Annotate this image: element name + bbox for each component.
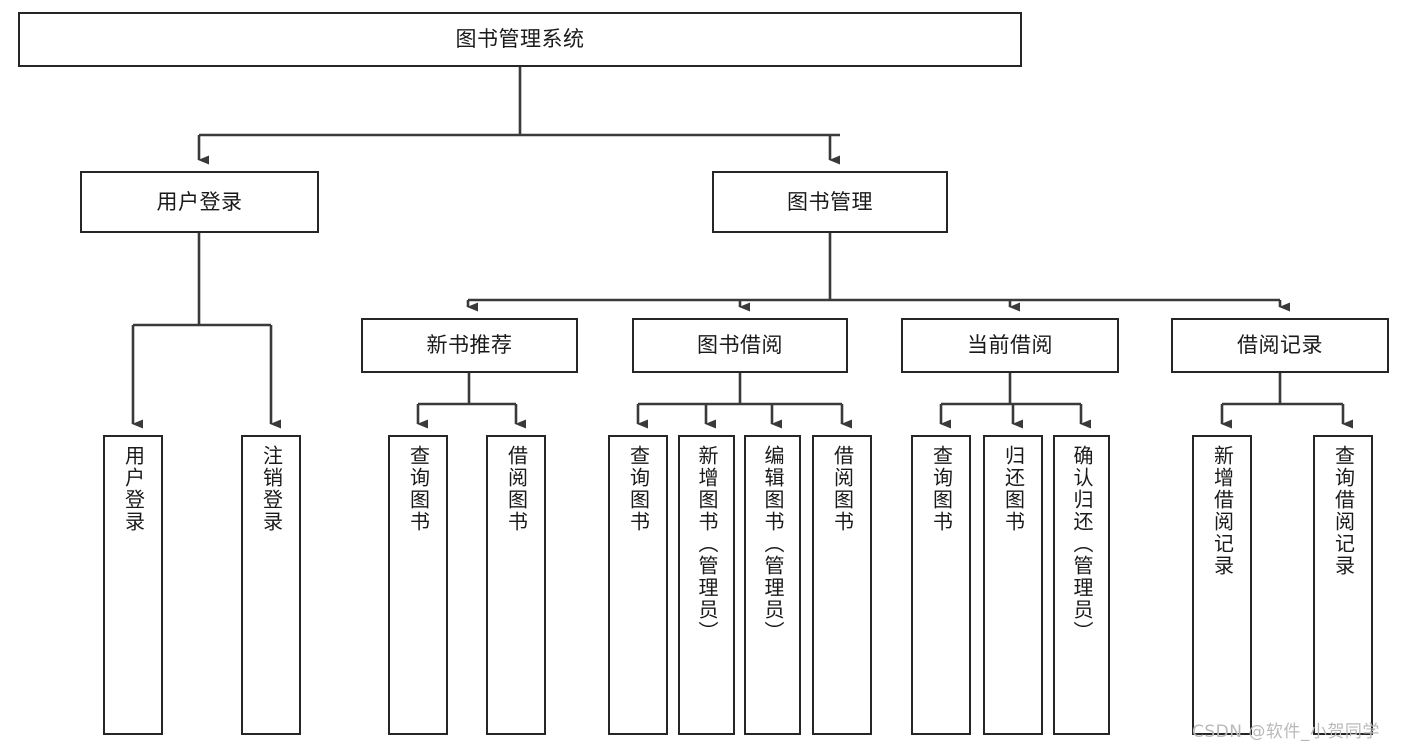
node-leaf-query-book-cur[interactable]: 查询图书 — [911, 435, 971, 735]
node-leaf-edit-book[interactable]: 编辑图书（管理员） — [744, 435, 801, 735]
node-leaf-add-book-label: 新增图书（管理员） — [695, 445, 719, 643]
node-leaf-query-book-borrow[interactable]: 查询图书 — [608, 435, 668, 735]
node-leaf-borrow-book[interactable]: 借阅图书 — [812, 435, 872, 735]
node-leaf-return-book[interactable]: 归还图书 — [983, 435, 1043, 735]
node-leaf-query-book-borrow-label: 查询图书 — [626, 445, 651, 533]
node-leaf-confirm-return[interactable]: 确认归还（管理员） — [1053, 435, 1110, 735]
edges-bookborrow-to-leaves — [636, 373, 852, 429]
edges-root-to-level2 — [197, 67, 840, 165]
node-leaf-borrow-book-rec[interactable]: 借阅图书 — [486, 435, 546, 735]
node-new-book-rec[interactable]: 新书推荐 — [361, 318, 578, 373]
node-leaf-logout-label: 注销登录 — [259, 445, 284, 533]
node-leaf-borrow-book-label: 借阅图书 — [830, 445, 855, 533]
csdn-watermark: CSDN @软件_小贺同学 — [1192, 722, 1380, 742]
node-leaf-add-record-label: 新增借阅记录 — [1210, 445, 1235, 577]
node-user-login-label: 用户登录 — [156, 189, 243, 214]
edges-bookmanage-to-level3 — [466, 233, 1290, 312]
node-leaf-confirm-return-label: 确认归还（管理员） — [1070, 445, 1094, 643]
node-leaf-edit-book-label: 编辑图书（管理员） — [761, 445, 785, 643]
node-borrow-record[interactable]: 借阅记录 — [1171, 318, 1389, 373]
node-user-login[interactable]: 用户登录 — [80, 171, 319, 233]
node-leaf-add-record[interactable]: 新增借阅记录 — [1192, 435, 1252, 735]
node-leaf-query-book-rec[interactable]: 查询图书 — [388, 435, 448, 735]
node-leaf-user-login[interactable]: 用户登录 — [103, 435, 163, 735]
node-current-borrow-label: 当前借阅 — [967, 333, 1053, 358]
node-leaf-borrow-book-rec-label: 借阅图书 — [504, 445, 529, 533]
node-leaf-query-book-rec-label: 查询图书 — [406, 445, 431, 533]
edges-borrowrecord-to-leaves — [1220, 373, 1353, 429]
node-book-manage-label: 图书管理 — [787, 189, 873, 214]
node-book-borrow-label: 图书借阅 — [697, 333, 783, 358]
node-leaf-logout[interactable]: 注销登录 — [241, 435, 301, 735]
node-root-label: 图书管理系统 — [455, 27, 585, 52]
edges-currentborrow-to-leaves — [939, 373, 1091, 429]
node-borrow-record-label: 借阅记录 — [1237, 333, 1323, 358]
node-leaf-query-record-label: 查询借阅记录 — [1331, 445, 1356, 577]
node-book-borrow[interactable]: 图书借阅 — [632, 318, 848, 373]
node-leaf-query-book-cur-label: 查询图书 — [929, 445, 954, 533]
node-root[interactable]: 图书管理系统 — [18, 12, 1022, 67]
edges-newbookrec-to-leaves — [416, 373, 526, 429]
node-book-manage[interactable]: 图书管理 — [712, 171, 948, 233]
edges-userlogin-to-leaves — [131, 233, 281, 429]
node-current-borrow[interactable]: 当前借阅 — [901, 318, 1119, 373]
node-new-book-rec-label: 新书推荐 — [426, 333, 513, 358]
node-leaf-query-record[interactable]: 查询借阅记录 — [1313, 435, 1373, 735]
node-leaf-return-book-label: 归还图书 — [1001, 445, 1026, 533]
node-leaf-user-login-label: 用户登录 — [121, 445, 146, 533]
node-leaf-add-book[interactable]: 新增图书（管理员） — [678, 435, 735, 735]
